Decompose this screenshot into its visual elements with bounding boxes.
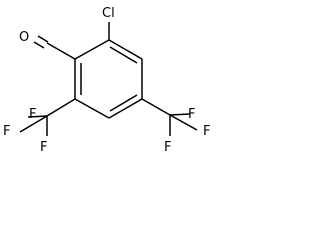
bond-ring-cf3-left: [46, 98, 76, 117]
oxygen-atom-label: O: [19, 30, 29, 45]
fluorine-atom-label: F: [3, 124, 10, 139]
ring-bond-c4-c5: [108, 98, 143, 119]
bond-ring-cf3-right: [141, 98, 171, 116]
fluorine-atom-label: F: [29, 107, 36, 122]
aldehyde-double-bond-inner: [33, 41, 45, 49]
chemical-structure: Cl O F F F F F F: [3, 6, 210, 155]
bond-cf3-left-f-left: [19, 115, 48, 133]
fluorine-atom-label: F: [164, 140, 171, 155]
bond-cf3-right-f-top: [169, 113, 191, 116]
bond-ring-aldehyde-carbon: [46, 42, 76, 60]
ring-bond-c4-c5-inner: [109, 94, 138, 112]
bond-cf3-right-f-right: [169, 114, 198, 131]
fluorine-atom-label: F: [40, 140, 47, 155]
ring-bond-c2-c3-inner: [109, 46, 138, 64]
aldehyde-double-bond-outer: [37, 35, 49, 43]
ring-bond-c5-c6: [74, 98, 110, 119]
fluorine-atom-label: F: [188, 107, 195, 122]
ring-bond-c2-c3: [108, 39, 143, 60]
fluorine-atom-label: F: [203, 124, 210, 139]
ring-bond-c1-c2: [74, 39, 110, 60]
bond-cf3-left-f-top: [27, 115, 48, 118]
chlorine-atom-label: Cl: [102, 6, 115, 21]
